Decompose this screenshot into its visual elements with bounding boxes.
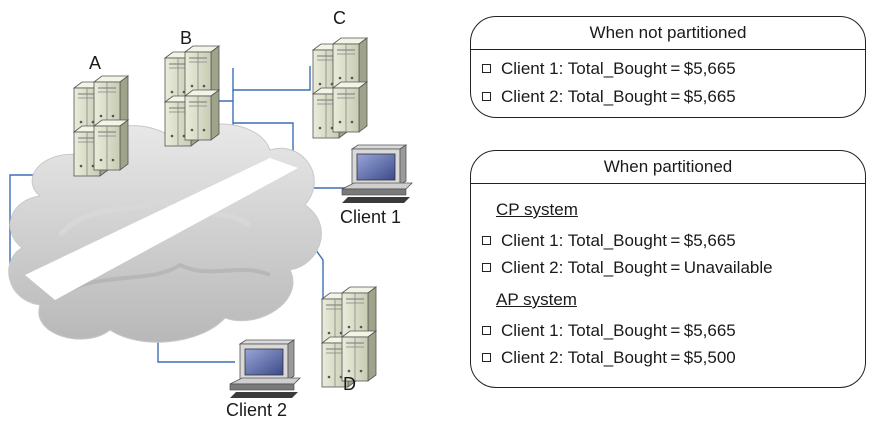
server-c-label: C bbox=[333, 8, 346, 28]
server-d-label: D bbox=[343, 374, 356, 394]
server-b-icon bbox=[165, 46, 219, 146]
ap-system-label: AP system bbox=[496, 290, 577, 309]
client-2-label: Client 2 bbox=[226, 400, 288, 420]
bullet-icon bbox=[482, 263, 491, 272]
bullet-icon bbox=[482, 353, 491, 362]
cp-row-2: Client 2: Total_Bought = Unavailable bbox=[482, 258, 773, 278]
server-c-icon bbox=[313, 38, 367, 138]
server-a-icon bbox=[74, 76, 128, 176]
partition-gap bbox=[25, 158, 298, 300]
not-partitioned-row-1: Client 1: Total_Bought = $5,665 bbox=[482, 59, 736, 79]
row-text: Client 1: Total_Bought = $5,665 bbox=[501, 59, 736, 78]
partitioned-title: When partitioned bbox=[471, 151, 865, 184]
bullet-icon bbox=[482, 64, 491, 73]
client-2-computer-icon bbox=[229, 339, 301, 399]
row-text: Client 2: Total_Bought = $5,665 bbox=[501, 87, 736, 106]
server-d-icon bbox=[322, 287, 376, 387]
ap-row-1: Client 1: Total_Bought = $5,665 bbox=[482, 321, 736, 341]
not-partitioned-panel: When not partitioned Client 1: Total_Bou… bbox=[470, 16, 866, 118]
server-b-label: B bbox=[180, 28, 193, 48]
bullet-icon bbox=[482, 92, 491, 101]
ap-row-2: Client 2: Total_Bought = $5,500 bbox=[482, 348, 736, 368]
client-1-label: Client 1 bbox=[340, 207, 402, 227]
row-text: Client 2: Total_Bought = Unavailable bbox=[501, 258, 773, 277]
network-cloud bbox=[8, 123, 322, 343]
server-a-label: A bbox=[89, 53, 102, 73]
client-1-computer-icon bbox=[341, 144, 413, 204]
row-text: Client 2: Total_Bought = $5,500 bbox=[501, 348, 736, 367]
cp-system-label: CP system bbox=[496, 200, 578, 219]
bullet-icon bbox=[482, 236, 491, 245]
row-text: Client 1: Total_Bought = $5,665 bbox=[501, 321, 736, 340]
bullet-icon bbox=[482, 326, 491, 335]
row-text: Client 1: Total_Bought = $5,665 bbox=[501, 231, 736, 250]
partitioned-panel: When partitioned CP system Client 1: Tot… bbox=[470, 150, 866, 388]
cp-row-1: Client 1: Total_Bought = $5,665 bbox=[482, 231, 736, 251]
not-partitioned-title: When not partitioned bbox=[471, 17, 865, 50]
not-partitioned-row-2: Client 2: Total_Bought = $5,665 bbox=[482, 87, 736, 107]
